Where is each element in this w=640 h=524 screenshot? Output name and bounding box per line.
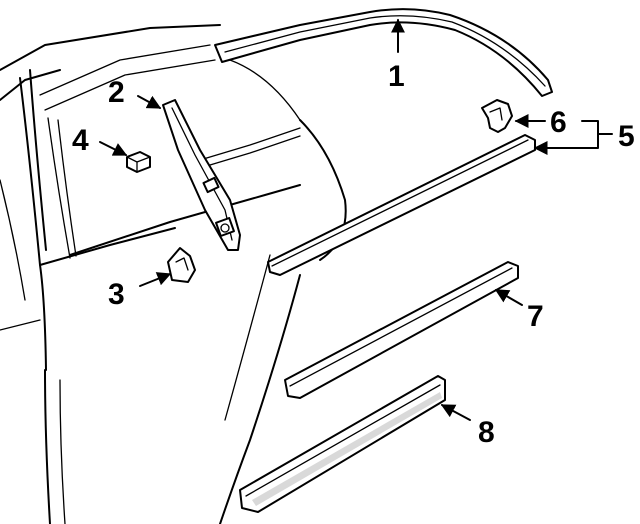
callout-2: 2: [108, 76, 125, 109]
callout-6: 6: [550, 106, 567, 139]
callout-4: 4: [72, 124, 89, 157]
leader-5-bracket: [581, 120, 599, 149]
callout-1: 1: [388, 60, 405, 93]
leader-2: [137, 95, 162, 109]
callout-7: 7: [527, 300, 544, 333]
part-8-lower-moulding: [239, 375, 446, 513]
leader-4: [99, 141, 128, 156]
leader-7: [494, 289, 523, 306]
part-1-drip-moulding: [214, 8, 553, 97]
callout-8: 8: [478, 416, 495, 449]
leader-3: [139, 272, 172, 287]
part-5-belt-moulding: [267, 134, 536, 276]
callout-5: 5: [618, 120, 635, 153]
part-6-clip: [481, 99, 513, 133]
part-3-bracket: [167, 247, 196, 283]
callout-labels: 1 2 3 4 5 6 7 8: [72, 60, 635, 449]
leader-lines: [99, 18, 613, 421]
leader-8: [440, 404, 471, 421]
callout-3: 3: [108, 278, 125, 311]
part-4-clip: [126, 151, 151, 173]
part-2-pillar-garnish: [162, 99, 241, 251]
part-7-side-moulding: [284, 261, 519, 399]
